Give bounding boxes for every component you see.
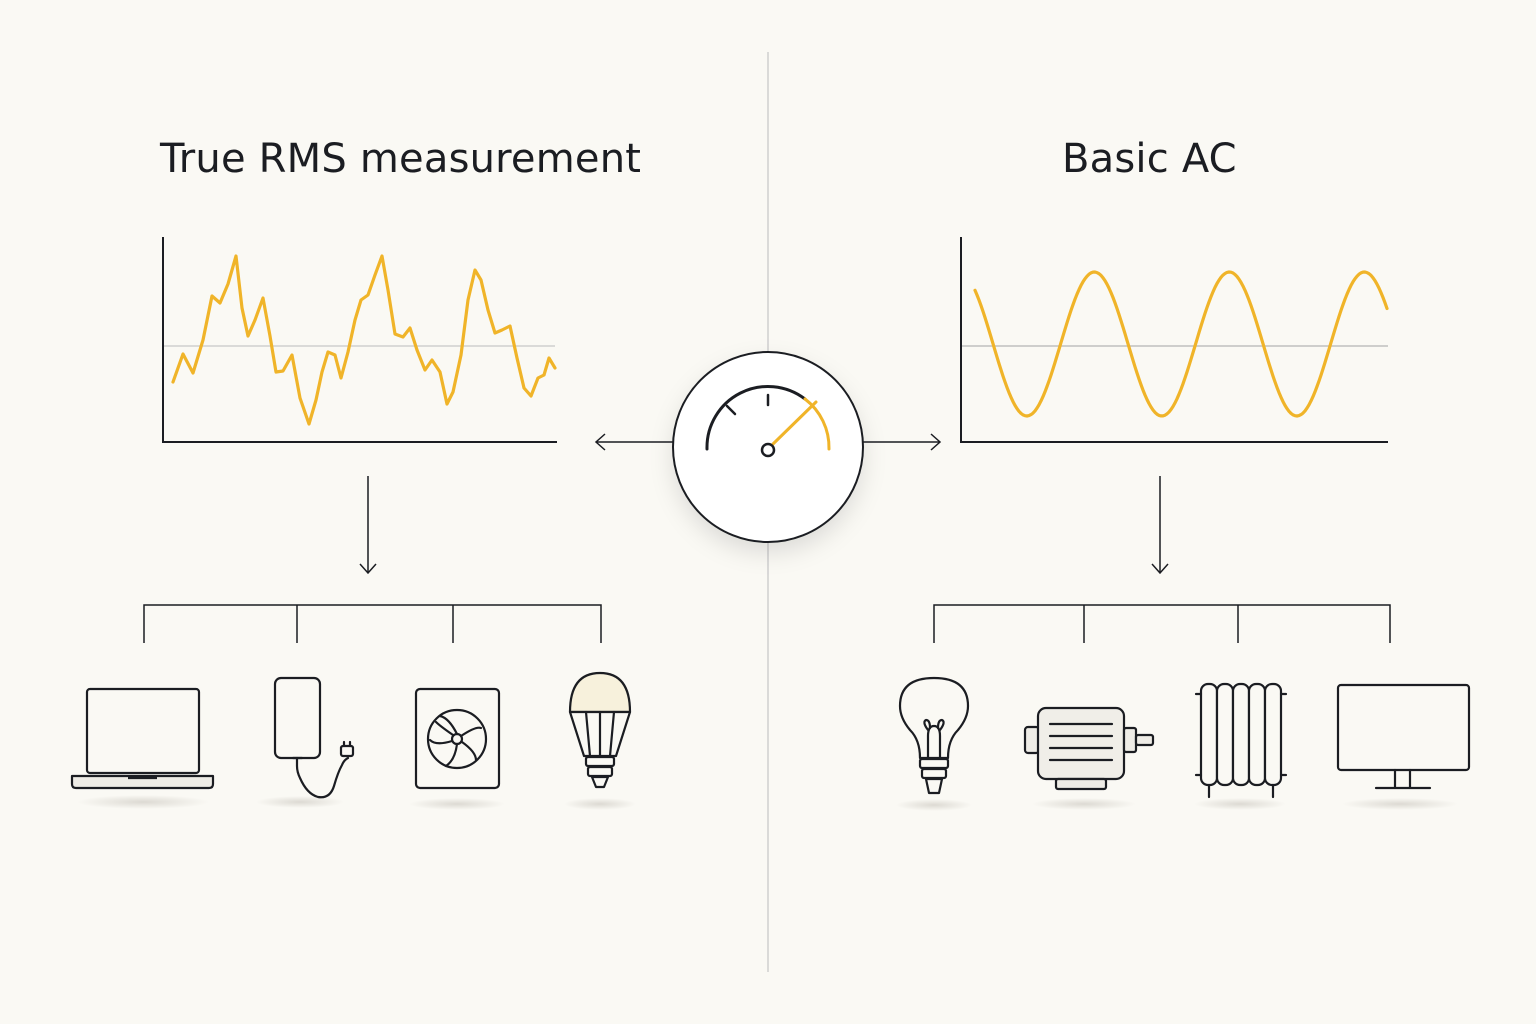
led-bulb-icon bbox=[568, 671, 632, 789]
monitor-icon bbox=[1336, 683, 1471, 790]
phone-charger-icon bbox=[273, 676, 355, 799]
right-branch-connector bbox=[933, 476, 1391, 643]
basic-ac-chart bbox=[960, 237, 1389, 443]
fan-icon bbox=[414, 687, 501, 790]
gauge-icon bbox=[672, 351, 864, 543]
incandescent-bulb-icon bbox=[898, 676, 970, 795]
left-distorted-waveform bbox=[171, 254, 557, 426]
arrow-left-head bbox=[594, 433, 606, 451]
device-shadows bbox=[77, 795, 1458, 811]
true-rms-chart bbox=[162, 237, 557, 443]
arrow-right-head bbox=[930, 433, 942, 451]
right-sine-waveform bbox=[973, 270, 1389, 418]
motor-icon bbox=[1023, 706, 1155, 791]
laptop-icon bbox=[70, 687, 215, 790]
left-axes bbox=[162, 237, 557, 443]
radiator-icon bbox=[1194, 682, 1288, 799]
left-branch-connector bbox=[143, 476, 602, 643]
basic-ac-title: Basic AC bbox=[1062, 136, 1237, 182]
true-rms-title: True RMS measurement bbox=[160, 136, 642, 182]
right-axes bbox=[960, 237, 1388, 443]
meter-connector bbox=[594, 433, 942, 451]
